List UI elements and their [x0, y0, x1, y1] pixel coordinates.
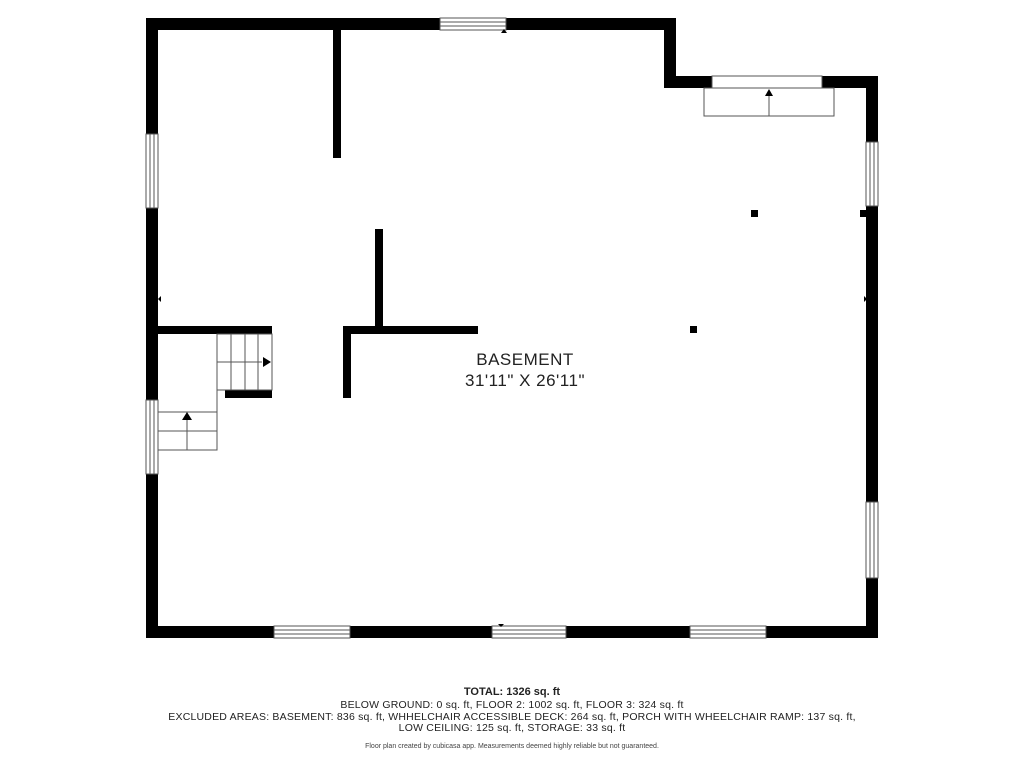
- column-1: [751, 210, 758, 217]
- column-3: [690, 326, 697, 333]
- stair-arrow-up-icon: [182, 412, 192, 420]
- stair-arrow-right-icon: [263, 357, 271, 367]
- excluded-areas: EXCLUDED AREAS: BASEMENT: 836 sq. ft, WH…: [168, 711, 856, 723]
- marker-top-icon: [501, 29, 507, 33]
- window-top: [439, 17, 507, 31]
- wall-bottom-4: [766, 626, 878, 638]
- room-dimensions: 31'11" X 26'11": [465, 371, 585, 390]
- interior-wall-middle-vertical: [375, 229, 383, 329]
- window-right-lower: [865, 501, 879, 579]
- exterior-walls: [146, 18, 878, 638]
- column-2: [860, 210, 868, 217]
- floor-areas: BELOW GROUND: 0 sq. ft, FLOOR 2: 1002 sq…: [340, 699, 684, 711]
- window-left-lower: [145, 399, 159, 475]
- interior-walls: [156, 28, 868, 398]
- window-left-upper: [145, 133, 159, 209]
- wall-top-right: [506, 18, 676, 30]
- staircase: [157, 333, 273, 451]
- wall-right-upper: [866, 76, 878, 142]
- window-right-upper: [865, 141, 879, 207]
- window-bottom-2: [491, 625, 567, 639]
- wall-bottom-3: [566, 626, 690, 638]
- total-area: TOTAL: 1326 sq. ft: [463, 686, 561, 698]
- wall-bottom-1: [146, 626, 274, 638]
- wall-notch-vertical: [664, 18, 676, 88]
- windows: [145, 17, 879, 639]
- interior-wall-top: [333, 28, 341, 158]
- wall-bottom-2: [350, 626, 492, 638]
- room-label: BASEMENT: [476, 350, 574, 369]
- interior-wall-short-vertical: [343, 326, 351, 398]
- marker-right-icon: [864, 296, 867, 302]
- wall-left-top: [146, 18, 158, 134]
- wall-left-bottom: [146, 474, 158, 638]
- window-bottom-3: [689, 625, 767, 639]
- marker-left-icon: [158, 296, 161, 302]
- interior-wall-horizontal: [343, 326, 478, 334]
- wall-right-lower: [866, 578, 878, 638]
- marker-bottom-icon: [498, 624, 504, 627]
- wall-notch-horizontal-left: [664, 76, 712, 88]
- stair-wall-bottom: [225, 390, 272, 398]
- bulkhead-arrow-icon: [765, 89, 773, 96]
- stair-wall-top: [156, 326, 272, 334]
- window-bottom-1: [273, 625, 351, 639]
- window-notch: [711, 75, 823, 89]
- disclaimer: Floor plan created by cubicasa app. Meas…: [365, 743, 659, 750]
- wall-top-left: [146, 18, 440, 30]
- wall-notch-horizontal-right: [822, 76, 878, 88]
- excluded-areas-cont: LOW CEILING: 125 sq. ft, STORAGE: 33 sq.…: [398, 722, 626, 734]
- bulkhead-stairs: [703, 87, 835, 117]
- wall-right-middle: [866, 206, 878, 502]
- wall-left-middle: [146, 208, 158, 400]
